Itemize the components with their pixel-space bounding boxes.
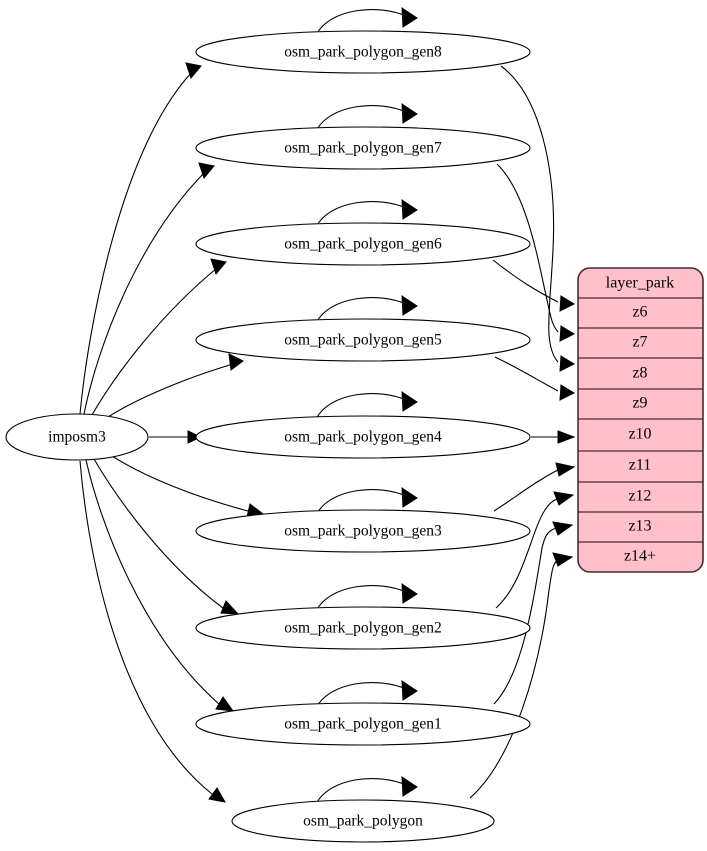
node-imposm3[interactable]: imposm3 — [5, 413, 149, 461]
node-ellipse-gen3[interactable] — [195, 509, 531, 553]
self-loop-gen7 — [315, 105, 407, 132]
edge-imposm3-to-gen2 — [93, 458, 224, 609]
arrowhead-z11 — [555, 462, 576, 477]
arrowhead-self-base — [401, 776, 418, 797]
edge-imposm3-to-gen1 — [85, 459, 220, 705]
self-loop-gen8 — [315, 9, 407, 36]
node-label-gen1: osm_park_polygon_gen1 — [284, 716, 442, 733]
table-row-z12[interactable]: z12 — [628, 488, 651, 505]
table-row-z6[interactable]: z6 — [632, 304, 647, 321]
edge-gen3-to-z11 — [493, 469, 559, 512]
self-loop-gen2 — [315, 585, 407, 612]
node-label-gen7: osm_park_polygon_gen7 — [284, 140, 442, 157]
table-row-z10[interactable]: z10 — [628, 426, 651, 443]
node-ellipse-gen2[interactable] — [195, 606, 531, 650]
node-ellipse-imposm3[interactable] — [5, 413, 149, 461]
edge-imposm3-to-gen6 — [91, 267, 218, 416]
edge-gen2-to-z12 — [495, 498, 558, 609]
edge-imposm3-to-gen5 — [107, 363, 234, 418]
self-loop-gen6 — [315, 201, 407, 228]
node-gen5[interactable]: osm_park_polygon_gen5 — [195, 318, 531, 362]
edge-imposm3-to-gen7 — [83, 171, 206, 415]
edge-group-to-layer — [469, 65, 576, 799]
arrowhead-base — [208, 787, 226, 803]
node-ellipse-gen1[interactable] — [195, 702, 531, 746]
arrowhead-self-gen2 — [401, 583, 418, 604]
node-label-imposm3: imposm3 — [48, 429, 106, 446]
self-loop-gen1 — [315, 682, 407, 709]
node-ellipse-gen5[interactable] — [195, 318, 531, 362]
node-label-gen8: osm_park_polygon_gen8 — [284, 44, 442, 61]
node-gen3[interactable]: osm_park_polygon_gen3 — [195, 509, 531, 553]
node-label-base: osm_park_polygon — [303, 813, 423, 830]
self-loop-gen5 — [315, 297, 407, 324]
arrowhead-gen4 — [187, 430, 203, 444]
arrowhead-z8 — [559, 355, 576, 372]
self-loop-gen3 — [315, 489, 407, 516]
arrowhead-gen2 — [220, 600, 240, 615]
arrowhead-gen7 — [198, 162, 215, 180]
layer-park-table[interactable]: layer_park z6 z7 z8 z9 z10 z11 z12 z13 z… — [577, 267, 704, 573]
arrowhead-z13 — [552, 521, 574, 536]
edge-imposm3-to-gen3 — [111, 455, 249, 512]
edge-gen5-to-z9 — [494, 356, 559, 392]
self-loop-group — [315, 7, 418, 805]
edge-base-to-z14 — [469, 559, 558, 799]
edge-group-imposm3-out — [79, 62, 265, 803]
arrowhead-self-gen5 — [401, 295, 418, 316]
edge-gen8-to-z8 — [500, 65, 559, 363]
arrowhead-z9 — [559, 384, 576, 401]
arrowhead-self-gen4 — [401, 391, 418, 412]
edge-gen1-to-z13 — [493, 527, 557, 705]
node-gen8[interactable]: osm_park_polygon_gen8 — [195, 30, 531, 74]
node-label-gen2: osm_park_polygon_gen2 — [284, 620, 442, 637]
edge-gen6-to-z6 — [492, 259, 559, 303]
node-gen7[interactable]: osm_park_polygon_gen7 — [195, 126, 531, 170]
node-ellipse-gen7[interactable] — [195, 126, 531, 170]
table-row-z9[interactable]: z9 — [632, 395, 647, 412]
node-base[interactable]: osm_park_polygon — [231, 799, 495, 843]
node-gen4[interactable]: osm_park_polygon_gen4 — [195, 415, 531, 459]
arrowhead-z6 — [559, 295, 576, 312]
arrowhead-self-gen6 — [401, 199, 418, 220]
edge-imposm3-to-base — [79, 460, 213, 795]
self-loop-gen4 — [315, 393, 407, 420]
node-gen2[interactable]: osm_park_polygon_gen2 — [195, 606, 531, 650]
table-body — [577, 267, 704, 573]
arrowhead-z14 — [552, 552, 574, 567]
arrowhead-gen6 — [210, 258, 227, 276]
arrowhead-gen8 — [185, 62, 202, 80]
table-row-z8[interactable]: z8 — [632, 365, 647, 382]
self-loop-base — [315, 778, 407, 805]
arrowhead-self-gen8 — [401, 7, 418, 28]
arrowhead-gen5 — [228, 353, 244, 371]
arrowhead-self-gen7 — [401, 103, 418, 124]
table-row-z14[interactable]: z14+ — [624, 548, 656, 565]
table-header-label: layer_park — [606, 275, 674, 292]
node-ellipse-gen8[interactable] — [195, 30, 531, 74]
node-ellipse-gen4[interactable] — [195, 415, 531, 459]
table-row-z13[interactable]: z13 — [628, 518, 651, 535]
table-row-z7[interactable]: z7 — [632, 334, 647, 351]
arrowhead-z12 — [553, 491, 575, 506]
node-label-gen5: osm_park_polygon_gen5 — [284, 332, 442, 349]
table-row-z11[interactable]: z11 — [629, 457, 652, 474]
node-gen1[interactable]: osm_park_polygon_gen1 — [195, 702, 531, 746]
edge-imposm3-to-gen8 — [79, 71, 193, 415]
node-label-gen4: osm_park_polygon_gen4 — [284, 429, 442, 446]
arrowhead-self-gen3 — [401, 487, 418, 508]
node-gen6[interactable]: osm_park_polygon_gen6 — [195, 222, 531, 266]
node-label-gen3: osm_park_polygon_gen3 — [284, 523, 442, 540]
arrowhead-self-gen1 — [401, 680, 418, 701]
node-ellipse-gen6[interactable] — [195, 222, 531, 266]
node-ellipse-base[interactable] — [231, 799, 495, 843]
arrowhead-z10 — [557, 430, 576, 444]
edge-gen7-to-z7 — [496, 163, 559, 333]
node-label-gen6: osm_park_polygon_gen6 — [284, 236, 442, 253]
arrowhead-gen1 — [215, 696, 235, 712]
arrowhead-z7 — [559, 325, 576, 342]
